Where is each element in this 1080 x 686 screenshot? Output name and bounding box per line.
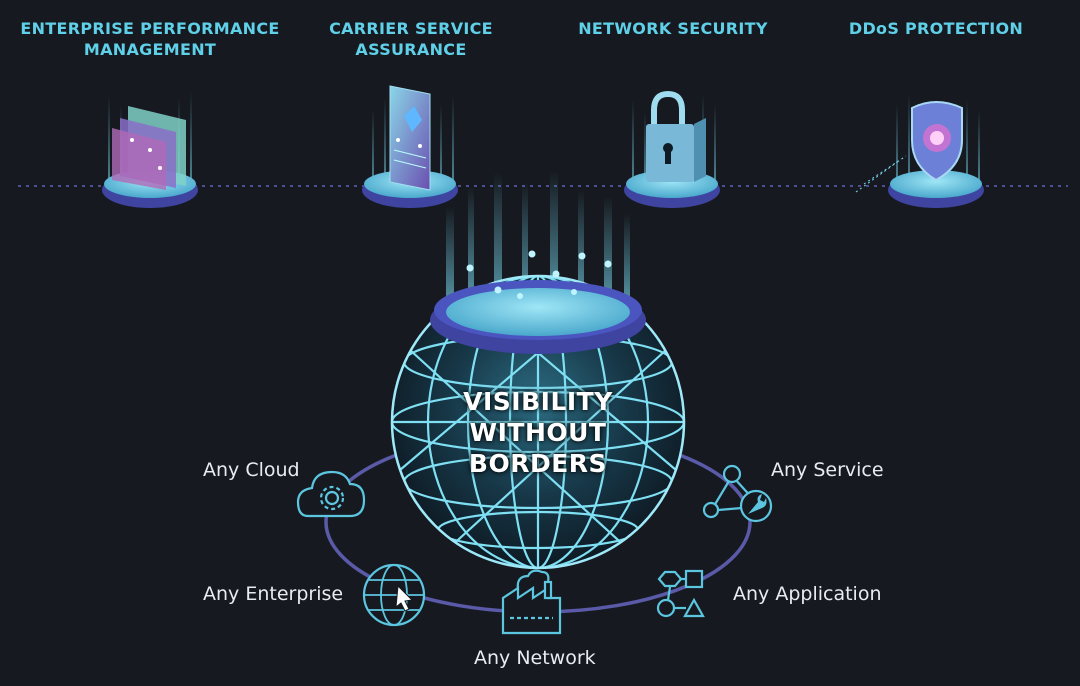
category-title-enterprise: ENTERPRISE PERFORMANCE MANAGEMENT — [20, 19, 280, 59]
center-title-line1: VISIBILITY — [463, 387, 613, 416]
center-title: VISIBILITY WITHOUT BORDERS — [438, 386, 638, 479]
center-title-line3: BORDERS — [468, 449, 608, 478]
label-any-cloud: Any Cloud — [203, 459, 300, 481]
shield-icon — [911, 101, 963, 182]
platform-ddos — [855, 94, 984, 208]
service-wrench-icon — [702, 464, 773, 523]
cloud-gear-icon — [296, 470, 366, 518]
shapes-flow-icon — [656, 569, 705, 618]
globe-icon — [390, 170, 686, 570]
padlock-icon — [646, 90, 706, 182]
globe-cursor-icon — [362, 563, 426, 627]
label-any-network: Any Network — [474, 647, 596, 669]
platform-security — [624, 90, 720, 208]
category-title-security: NETWORK SECURITY — [578, 19, 768, 38]
platform-enterprise — [102, 92, 198, 208]
label-any-service: Any Service — [771, 459, 884, 481]
center-title-line2: WITHOUT — [469, 418, 607, 447]
label-any-enterprise: Any Enterprise — [203, 583, 344, 605]
category-title-ddos: DDoS PROTECTION — [848, 19, 1024, 38]
category-title-carrier: CARRIER SERVICE ASSURANCE — [329, 19, 493, 59]
mobile-device-icon — [389, 85, 431, 191]
factory-icon — [501, 569, 562, 635]
platform-carrier — [362, 85, 458, 208]
layered-charts-icon — [112, 106, 186, 190]
label-any-application: Any Application — [733, 583, 882, 605]
